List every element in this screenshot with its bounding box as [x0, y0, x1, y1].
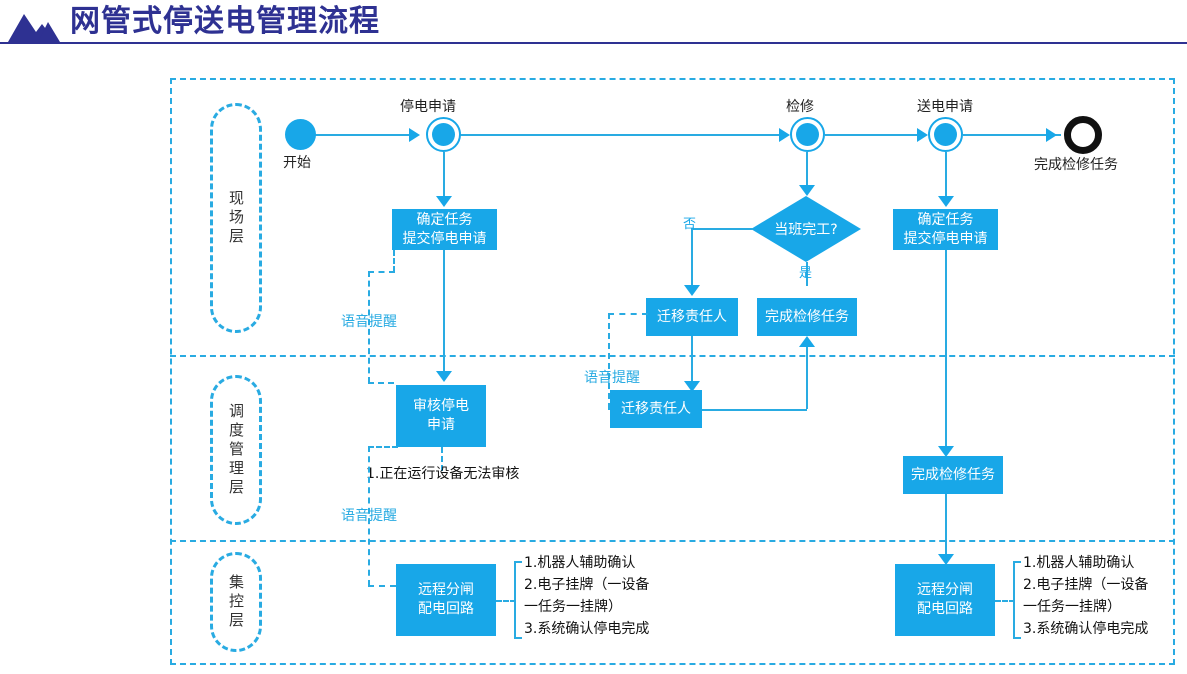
arrowhead-outage-down: [436, 196, 452, 207]
remote2-list-bracket: [1013, 561, 1021, 639]
connector-yes-down: [806, 262, 808, 286]
connector-maintenance-down: [806, 152, 808, 188]
node-transfer-owner-2[interactable]: 迁移责任人: [610, 390, 702, 428]
connector-confirm2-to-finish: [945, 250, 947, 452]
connector-poweron-to-end: [963, 134, 1061, 136]
arrowhead-finish-to-remote2: [938, 554, 954, 565]
arrowhead-maintenance-down: [799, 185, 815, 196]
voice1-dash-join: [368, 382, 394, 384]
connector-start-to-outage: [315, 134, 415, 136]
lane-label-centralized-text: 集控层: [227, 573, 245, 631]
diamond-shape: [751, 196, 861, 262]
node-outage-apply[interactable]: [426, 117, 461, 152]
node-finish-task-dispatch[interactable]: 完成检修任务: [903, 456, 1003, 494]
remote1-list-bracket: [514, 561, 522, 639]
voice1-dash-h: [368, 271, 395, 273]
connector-finish-to-remote2: [945, 494, 947, 560]
swimlane-container: [170, 78, 1175, 665]
mountain-icon: [8, 14, 60, 42]
arrowhead-start-to-outage: [409, 128, 420, 142]
node-end-ring[interactable]: [1064, 116, 1102, 154]
lane-label-dispatch-text: 调度管理层: [227, 402, 245, 498]
connector-confirm1-to-review: [443, 250, 445, 375]
lane-label-site-text: 现场层: [227, 189, 245, 247]
arrowhead-poweron-to-end: [1046, 128, 1057, 142]
lane-label-dispatch: 调度管理层: [210, 375, 262, 525]
arrowhead-transfer2-up: [799, 336, 815, 347]
voice3-dash-bottom: [368, 585, 396, 587]
remote1-list-leader: [496, 600, 516, 602]
branch-label-no: 否: [683, 217, 697, 232]
node-shift-done-decision[interactable]: 当班完工?: [751, 196, 861, 262]
node-start-label: 开始: [283, 155, 311, 171]
connector-maintenance-to-poweron: [825, 134, 923, 136]
remote1-list-text: 1.机器人辅助确认 2.电子挂牌（一设备 一任务一挂牌） 3.系统确认停电完成: [524, 555, 650, 637]
page-title: 网管式停送电管理流程: [70, 4, 380, 39]
node-maintenance[interactable]: [790, 117, 825, 152]
node-poweron-apply-core: [934, 123, 957, 146]
connector-no-down: [691, 228, 693, 288]
voice-label-3: 语音提醒: [341, 508, 397, 524]
page-header: 网管式停送电管理流程: [0, 0, 1187, 46]
voice3-dash-v: [368, 446, 370, 586]
voice-label-2: 语音提醒: [584, 370, 640, 386]
arrowhead-confirm2-to-finish: [938, 446, 954, 457]
node-end-label: 完成检修任务: [1034, 157, 1118, 173]
node-poweron-apply-label: 送电申请: [917, 99, 973, 115]
node-maintenance-label: 检修: [786, 99, 814, 115]
connector-outage-down: [443, 152, 445, 199]
review-note-leader: [441, 447, 443, 471]
node-shift-done-label: 当班完工?: [774, 222, 838, 238]
lane-label-centralized: 集控层: [210, 552, 262, 652]
remote2-list-text: 1.机器人辅助确认 2.电子挂牌（一设备 一任务一挂牌） 3.系统确认停电完成: [1023, 555, 1149, 637]
arrowhead-no-down: [684, 285, 700, 296]
node-maintenance-core: [796, 123, 819, 146]
node-confirm-task-1[interactable]: 确定任务 提交停电申请: [392, 209, 497, 250]
arrowhead-outage-to-maintenance: [779, 128, 790, 142]
remote2-list-leader: [995, 600, 1015, 602]
node-remote-open-2[interactable]: 远程分闸 配电回路: [895, 564, 995, 636]
review-note-text: 1.正在运行设备无法审核: [366, 466, 520, 482]
node-poweron-apply[interactable]: [928, 117, 963, 152]
arrowhead-maintenance-to-poweron: [917, 128, 928, 142]
voice2-dash-top: [608, 313, 648, 315]
node-review-outage[interactable]: 审核停电 申请: [396, 385, 486, 447]
connector-transfer2-up: [806, 347, 808, 409]
arrowhead-poweron-down: [938, 196, 954, 207]
voice2-dash-v: [608, 313, 610, 409]
voice-label-1: 语音提醒: [341, 314, 397, 330]
node-outage-apply-label: 停电申请: [400, 99, 456, 115]
connector-transfer2-right: [702, 409, 807, 411]
lane-label-site: 现场层: [210, 103, 262, 333]
branch-label-yes: 是: [799, 266, 813, 281]
node-start-dot[interactable]: [285, 119, 316, 150]
connector-no-left: [691, 228, 753, 230]
node-transfer-owner-1[interactable]: 迁移责任人: [646, 298, 738, 336]
node-outage-apply-core: [432, 123, 455, 146]
connector-outage-to-maintenance: [460, 134, 785, 136]
voice1-dash-stub: [393, 250, 395, 272]
arrowhead-transfer1-to-transfer2: [684, 381, 700, 392]
connector-transfer1-to-transfer2: [691, 336, 693, 384]
lane-divider-1: [170, 355, 1175, 357]
header-rule: [0, 42, 1187, 44]
node-finish-task-site[interactable]: 完成检修任务: [757, 298, 857, 336]
node-confirm-task-2[interactable]: 确定任务 提交停电申请: [893, 209, 998, 250]
voice1-dash-v: [368, 271, 370, 383]
arrowhead-confirm1-to-review: [436, 371, 452, 382]
node-remote-open-1[interactable]: 远程分闸 配电回路: [396, 564, 496, 636]
lane-divider-2: [170, 540, 1175, 542]
voice3-dash-top: [368, 446, 398, 448]
connector-poweron-down: [945, 152, 947, 199]
